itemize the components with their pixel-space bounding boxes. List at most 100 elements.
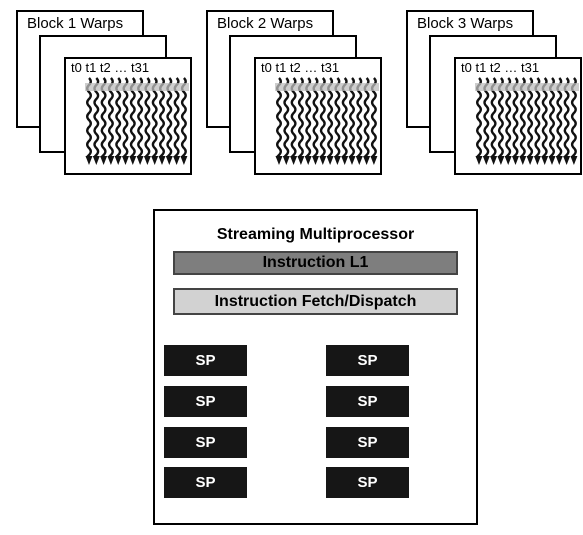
active-warp-highlight [85,83,189,91]
thread-arrowhead [180,156,188,165]
thread-wave [107,77,114,159]
instruction-l1-bar: Instruction L1 [173,251,458,275]
thread-arrowhead [341,156,349,165]
thread-arrowhead [151,156,159,165]
thread-wave [144,77,151,159]
thread-ids-label: t0 t1 t2 … t31 [261,60,340,75]
warp-threads-graphic [85,77,189,165]
thread-wave [115,77,122,159]
thread-arrowhead [512,156,519,165]
thread-arrowhead [107,156,115,165]
thread-arrowhead [85,156,93,165]
thread-wave [519,77,526,159]
thread-arrowhead [158,156,166,165]
sp-unit: SP [326,345,409,376]
active-warp-highlight [275,83,379,91]
thread-wave [497,77,504,159]
sp-unit: SP [164,427,247,458]
thread-wave [370,77,377,159]
sp-unit: SP [326,386,409,417]
thread-arrowhead [548,156,556,165]
thread-wave [556,77,563,159]
thread-arrowhead [290,156,298,165]
warp-threads-graphic [275,77,379,165]
thread-arrowhead [370,156,378,165]
thread-wave [86,77,92,159]
thread-wave [151,77,158,159]
thread-wave [349,77,355,159]
thread-arrowhead [497,156,505,165]
thread-wave [166,77,173,159]
thread-wave [549,77,555,159]
block-title: Block 2 Warps [217,15,314,32]
thread-ids-label: t0 t1 t2 … t31 [71,60,150,75]
thread-arrowhead [275,156,283,165]
thread-wave [570,77,577,159]
thread-wave [276,77,282,159]
thread-arrowhead [482,156,490,165]
thread-arrowhead [326,156,334,165]
thread-arrowhead [319,156,327,165]
thread-arrowhead [136,156,144,165]
thread-arrowhead [282,156,290,165]
thread-arrowhead [490,156,498,165]
thread-wave [122,77,129,159]
thread-wave [93,77,100,159]
sp-unit: SP [326,427,409,458]
thread-arrowhead [173,156,181,165]
thread-arrowhead [165,156,173,165]
thread-arrowhead [143,156,151,165]
thread-wave [341,77,348,159]
sm-title: Streaming Multiprocessor [216,226,415,243]
thread-arrowhead [475,156,483,165]
thread-wave [159,77,165,159]
thread-arrowhead [122,156,129,165]
thread-arrowhead [100,156,108,165]
sp-unit: SP [164,386,247,417]
thread-wave [319,77,326,159]
thread-arrowhead [541,156,549,165]
thread-wave [180,77,187,159]
thread-wave [283,77,290,159]
thread-arrowhead [348,156,356,165]
sp-unit: SP [326,467,409,498]
sp-unit: SP [164,345,247,376]
thread-arrowhead [129,156,137,165]
warp-frame-front [254,57,382,175]
thread-wave [297,77,304,159]
thread-wave [363,77,370,159]
thread-wave [512,77,519,159]
thread-wave [541,77,548,159]
thread-wave [137,77,144,159]
warp-frame-front [64,57,192,175]
thread-wave [490,77,497,159]
block-3-warps: Block 3 Warps t0 t1 t2 … t31 [404,0,583,185]
thread-arrowhead [504,156,512,165]
thread-wave [534,77,541,159]
thread-wave [356,77,363,159]
thread-ids-label: t0 t1 t2 … t31 [461,60,540,75]
thread-arrowhead [570,156,578,165]
thread-arrowhead [355,156,363,165]
thread-arrowhead [304,156,312,165]
thread-arrowhead [526,156,534,165]
thread-wave [305,77,312,159]
thread-wave [327,77,334,159]
thread-arrowhead [297,156,305,165]
thread-arrowhead [312,156,319,165]
streaming-multiprocessor: Streaming Multiprocessor Instruction L1 … [153,209,478,525]
instruction-fetch-dispatch-bar: Instruction Fetch/Dispatch [173,288,458,315]
thread-arrowhead [563,156,571,165]
thread-wave [527,77,534,159]
thread-wave [173,77,180,159]
thread-arrowhead [333,156,341,165]
thread-arrowhead [555,156,563,165]
thread-arrowhead [92,156,100,165]
thread-wave [334,77,341,159]
thread-wave [100,77,107,159]
thread-wave [476,77,482,159]
active-warp-highlight [475,83,579,91]
thread-wave [563,77,570,159]
sp-unit: SP [164,467,247,498]
thread-wave [483,77,490,159]
